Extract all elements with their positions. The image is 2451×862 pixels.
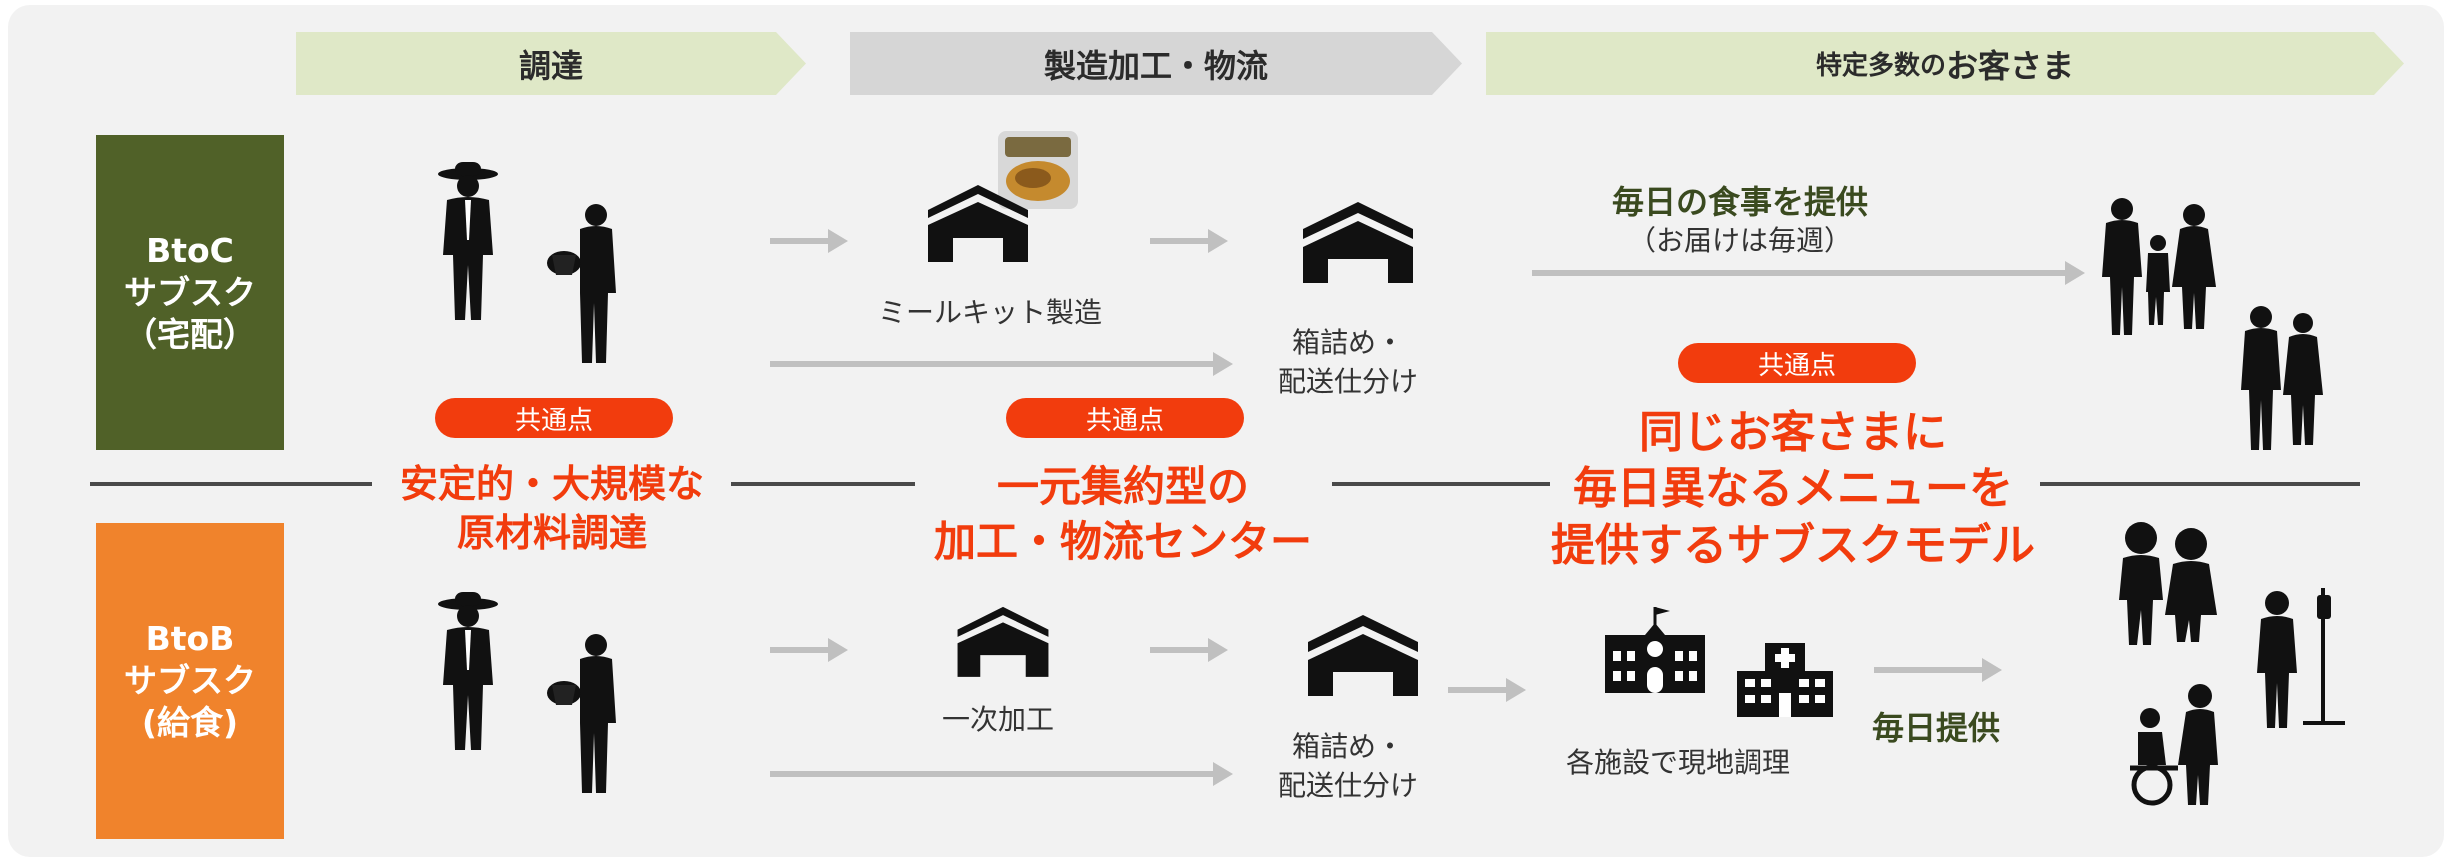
- header-procurement-label: 調達: [518, 46, 583, 85]
- farmer-icon: [438, 592, 498, 750]
- arrow-right-long: [1532, 261, 2085, 285]
- headline-model: 同じお客さまに 毎日異なるメニューを 提供するサブスクモデル: [1548, 405, 2038, 574]
- factory-icon: [957, 606, 1049, 677]
- pill-label: 共通点: [1757, 350, 1836, 381]
- headline-center-line1: 一元集約型の: [996, 462, 1249, 511]
- label-pack-btoc-line2: 配送仕分け: [1277, 365, 1418, 399]
- headline-center: 一元集約型の 加工・物流センター: [918, 460, 1328, 569]
- headline-model-line2: 毎日異なるメニューを: [1573, 463, 2013, 515]
- row-label-btob: BtoB サブスク (給食): [96, 523, 284, 839]
- header-customers-main: お客さま: [1946, 46, 2075, 85]
- header-procurement: 調達: [296, 32, 806, 95]
- label-daily-meal: 毎日の食事を提供: [1611, 183, 1868, 221]
- school-icon: [1605, 607, 1705, 693]
- header-manufacturing-label: 製造加工・物流: [1043, 46, 1268, 85]
- mealkit-package-icon: [998, 131, 1078, 209]
- row-btoc-line3: （宅配）: [124, 314, 256, 354]
- row-btob-line1: BtoB: [145, 619, 235, 658]
- header-manufacturing: 製造加工・物流: [850, 32, 1462, 95]
- headline-model-line3: 提供するサブスクモデル: [1551, 519, 2035, 571]
- divider-segment: [731, 482, 915, 486]
- label-mealkit-production: ミールキット製造: [877, 296, 1102, 329]
- headline-procurement: 安定的・大規模な 原材料調達: [380, 460, 724, 559]
- couple-icon: [2241, 306, 2323, 450]
- label-pack-btoc-line1: 箱詰め・: [1291, 326, 1404, 359]
- label-daily-provision: 毎日提供: [1871, 709, 2000, 747]
- headline-procurement-line1: 安定的・大規模な: [399, 462, 704, 506]
- arrow-right: [1150, 229, 1228, 253]
- label-pack-btob: 箱詰め・ 配送仕分け: [1238, 727, 1458, 805]
- header-customers: 特定多数のお客さま: [1486, 32, 2404, 95]
- factory-icon: [928, 185, 1028, 262]
- arrow-right: [1874, 658, 2002, 682]
- common-point-pill-model: 共通点: [1678, 343, 1916, 383]
- row-label-btoc: BtoC サブスク （宅配）: [96, 135, 284, 450]
- patient-iv-icon: [2257, 588, 2345, 728]
- row-btoc-line2: サブスク: [124, 272, 256, 312]
- divider-segment: [1332, 482, 1550, 486]
- arrow-right: [770, 638, 848, 662]
- arrow-right-long: [770, 352, 1233, 376]
- label-primary-processing: 一次加工: [941, 703, 1054, 736]
- common-point-pill-procurement: 共通点: [435, 398, 673, 438]
- pill-label: 共通点: [514, 405, 593, 436]
- headline-procurement-line2: 原材料調達: [456, 511, 647, 556]
- hospital-icon: [1737, 643, 1833, 717]
- label-onsite-cooking: 各施設で現地調理: [1565, 746, 1790, 779]
- row-btoc-line1: BtoC: [146, 230, 234, 270]
- children-icon: [2119, 522, 2217, 645]
- diagram-panel: 調達 製造加工・物流 特定多数のお客さま BtoC サブスク （宅配） BtoB…: [8, 5, 2444, 857]
- row-btob-line2: サブスク: [124, 661, 256, 700]
- header-customers-prefix: 特定多数の: [1815, 51, 1946, 81]
- divider-segment: [90, 482, 372, 486]
- wheelchair-icon: [2130, 684, 2218, 806]
- farmer-with-basket-icon: [547, 204, 616, 363]
- farmer-icon: [438, 162, 498, 320]
- label-pack-btob-line1: 箱詰め・: [1291, 730, 1404, 763]
- arrow-right-long: [770, 762, 1233, 786]
- family-icon: [2102, 198, 2216, 335]
- arrow-right: [1150, 638, 1228, 662]
- warehouse-icon: [1303, 202, 1413, 283]
- label-pack-btob-line2: 配送仕分け: [1277, 769, 1418, 803]
- warehouse-icon: [1308, 615, 1418, 696]
- farmer-with-basket-icon: [547, 634, 616, 793]
- row-btob-line3: (給食): [141, 703, 239, 742]
- headline-center-line2: 加工・物流センター: [933, 516, 1312, 566]
- pill-label: 共通点: [1085, 405, 1164, 436]
- arrow-right: [1448, 678, 1526, 702]
- label-delivery-weekly: （お届けは毎週）: [1627, 224, 1852, 257]
- headline-model-line1: 同じお客さまに: [1639, 407, 1947, 458]
- label-pack-btoc: 箱詰め・ 配送仕分け: [1238, 323, 1458, 401]
- common-point-pill-center: 共通点: [1006, 398, 1244, 438]
- divider-segment: [2040, 482, 2360, 486]
- arrow-right: [770, 229, 848, 253]
